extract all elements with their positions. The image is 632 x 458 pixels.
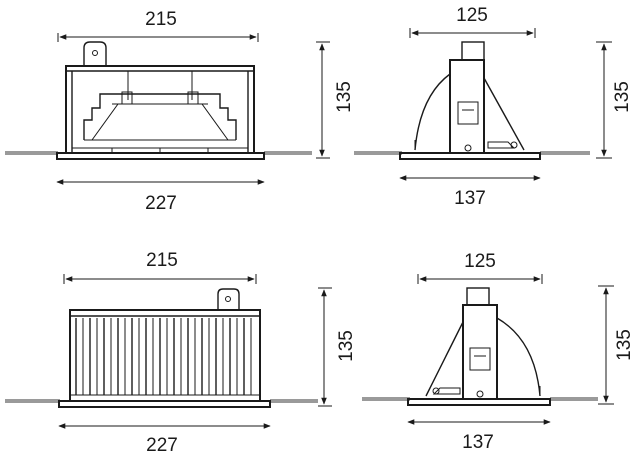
- driver-box: [462, 304, 498, 400]
- reflector: [83, 93, 237, 140]
- side-view-top: 125 137 135: [354, 5, 632, 209]
- reflector-arc: [414, 73, 451, 151]
- dimension-width-bottom: 227: [145, 193, 177, 214]
- dimension-width-top: 215: [146, 250, 178, 271]
- driver-box: [449, 59, 485, 154]
- mounting-bracket: [217, 288, 240, 310]
- dimension-width-bottom: 227: [146, 435, 178, 456]
- reflector-arc: [496, 317, 541, 397]
- dimension-width-top: 125: [464, 251, 496, 272]
- dimension-width-top: 215: [145, 9, 177, 30]
- front-view-bottom: 215 227 135: [5, 250, 357, 456]
- dimension-height: 135: [336, 330, 357, 362]
- dimension-width-bottom: 137: [454, 188, 486, 209]
- louvre-grille: [75, 318, 252, 395]
- side-view-bottom: 125 137 135: [362, 251, 632, 453]
- mounting-bracket: [83, 41, 107, 66]
- housing-frame: [69, 309, 261, 402]
- spring-clip: [487, 141, 516, 149]
- dimension-height: 135: [614, 329, 632, 361]
- dimension-width-bottom: 137: [462, 432, 494, 453]
- dimension-height: 135: [612, 81, 632, 113]
- dimension-height: 135: [334, 81, 355, 113]
- front-view-top: 215 227 135: [5, 9, 355, 214]
- spring-clip: [432, 387, 461, 395]
- dimension-width-top: 125: [456, 5, 488, 26]
